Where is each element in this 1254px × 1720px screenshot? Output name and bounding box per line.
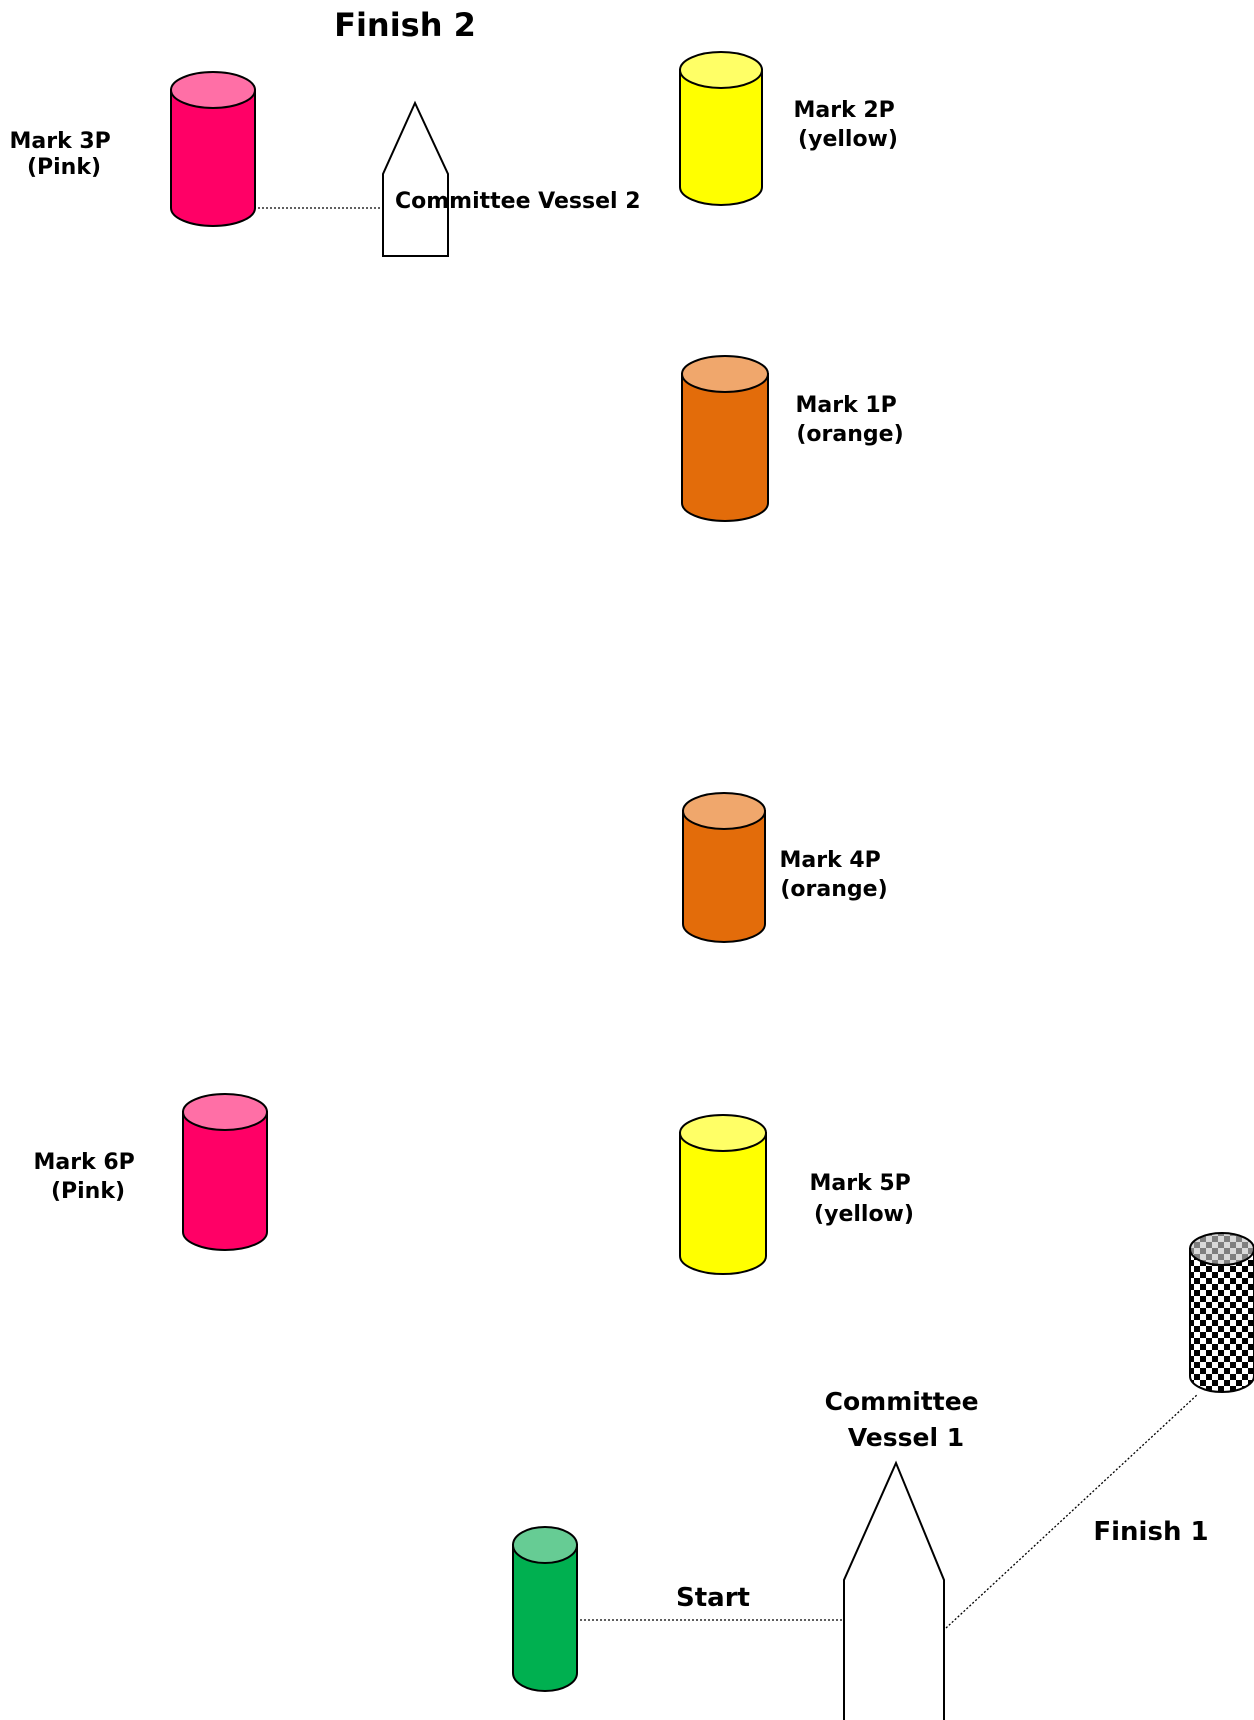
mark-3p-name: Mark 3P — [10, 129, 111, 154]
finish-2-label: Finish 2 — [334, 6, 476, 44]
mark-3p-buoy — [171, 72, 255, 226]
mark-6p-label: Mark 6P (Pink) — [34, 1150, 143, 1204]
committee-vessel-1-line1: Committee — [825, 1387, 979, 1416]
start-mark-buoy — [513, 1527, 577, 1691]
mark-5p-label: Mark 5P (yellow) — [810, 1171, 919, 1227]
committee-vessel-1-boat — [844, 1463, 944, 1720]
finish-1-line — [946, 1394, 1198, 1628]
mark-5p-color: (yellow) — [814, 1202, 914, 1227]
committee-vessel-1-line2: Vessel 1 — [848, 1423, 964, 1452]
mark-1p-label: Mark 1P (orange) — [796, 393, 905, 447]
mark-1p-color: (orange) — [796, 422, 903, 447]
mark-4p-name: Mark 4P — [780, 848, 881, 873]
mark-2p-color: (yellow) — [798, 127, 898, 152]
mark-6p-buoy — [183, 1094, 267, 1250]
finish-1-label: Finish 1 — [1093, 1517, 1208, 1547]
committee-vessel-2-boat — [383, 103, 448, 256]
mark-4p-color: (orange) — [780, 877, 887, 902]
mark-2p-label: Mark 2P (yellow) — [794, 98, 903, 152]
mark-4p-buoy — [683, 793, 765, 942]
mark-4p-label: Mark 4P (orange) — [780, 848, 889, 902]
finish-mark-buoy — [1190, 1233, 1254, 1392]
mark-5p-buoy — [680, 1115, 766, 1274]
start-label: Start — [676, 1583, 750, 1613]
mark-5p-name: Mark 5P — [810, 1171, 911, 1196]
mark-6p-color: (Pink) — [51, 1179, 125, 1204]
mark-1p-name: Mark 1P — [796, 393, 897, 418]
mark-6p-name: Mark 6P — [34, 1150, 135, 1175]
mark-2p-name: Mark 2P — [794, 98, 895, 123]
mark-3p-label: Mark 3P (Pink) — [10, 129, 119, 180]
committee-vessel-2-label: Committee Vessel 2 — [395, 189, 641, 214]
mark-3p-color: (Pink) — [27, 155, 101, 180]
mark-1p-buoy — [682, 356, 768, 521]
committee-vessel-1-label: Committee Vessel 1 — [825, 1387, 988, 1452]
mark-2p-buoy — [680, 52, 762, 205]
